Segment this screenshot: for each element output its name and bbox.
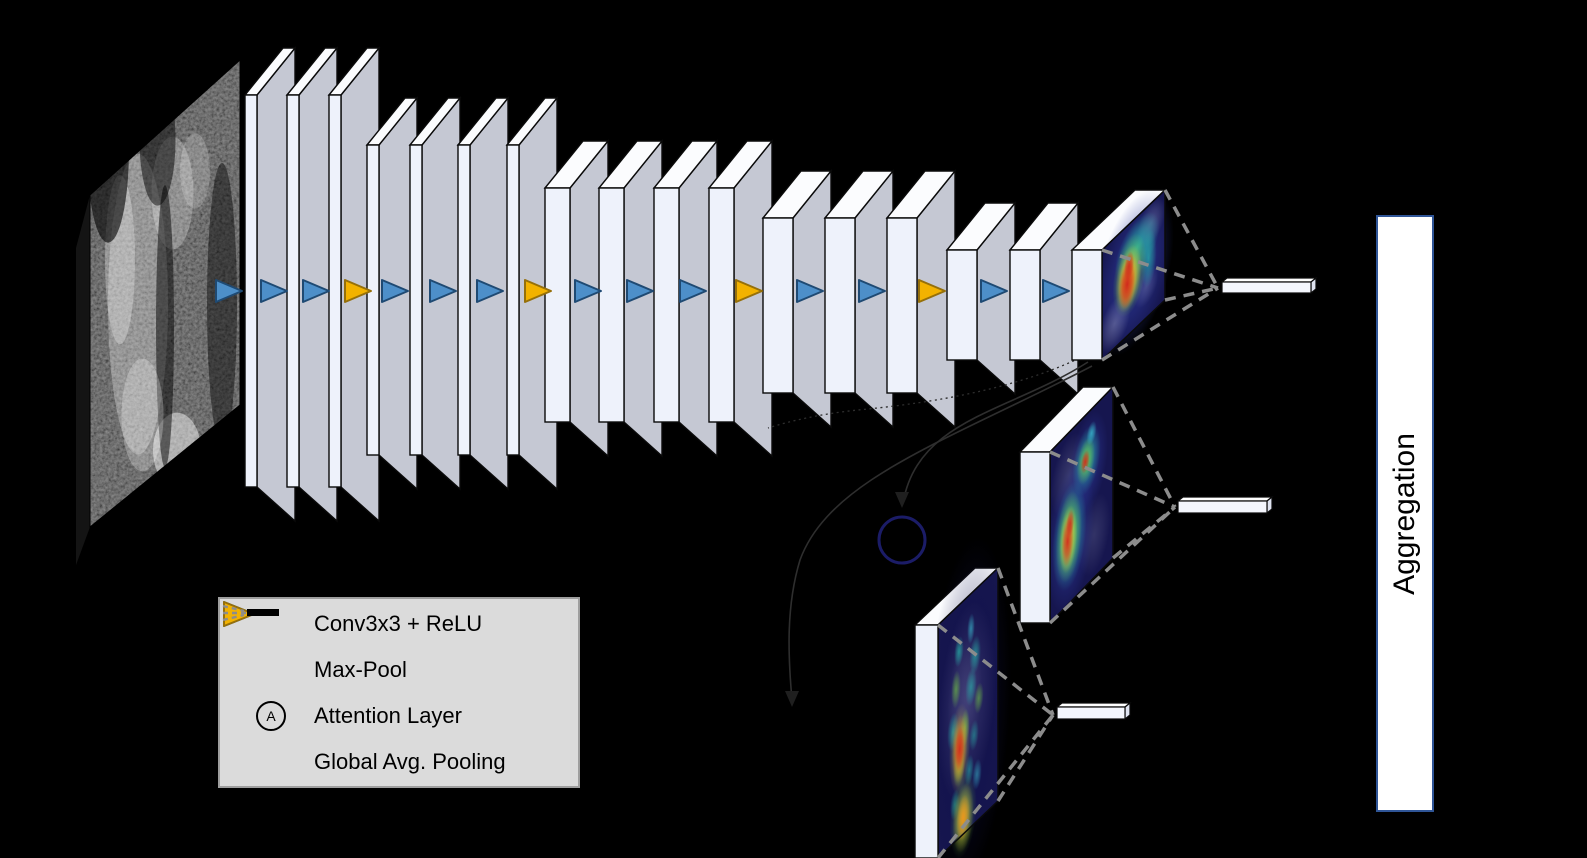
gap-output-bar [1055, 701, 1132, 721]
conv-layer-slab-g1-2 [285, 46, 339, 523]
mri-input-image [76, 58, 241, 565]
conv-arrow-icon-17 [1042, 279, 1070, 303]
conv-layer-slab-g1-1 [243, 46, 297, 523]
gap-projection-lines [1101, 189, 1220, 362]
flow-curves [767, 355, 1093, 707]
gap-output-bar [1220, 276, 1318, 295]
conv-layer-slab-g3-2 [597, 139, 664, 458]
maxpool-arrow-icon-4 [344, 279, 372, 303]
legend-row-conv: Conv3x3 + ReLU [223, 601, 578, 647]
legend-row-attention: A Attention Layer [242, 693, 578, 739]
maxpool-arrow-icon-8 [524, 279, 552, 303]
conv-layer-slab-g5-2 [1008, 201, 1080, 396]
conv-layer-slab-g4-3 [885, 169, 957, 429]
conv-arrow-icon-13 [796, 279, 824, 303]
legend-label-attention: Attention Layer [314, 702, 462, 728]
conv-arrow-icon-1 [215, 279, 243, 303]
legend-row-maxpool: Max-Pool [223, 601, 578, 693]
conv-arrow-icon-9 [574, 279, 602, 303]
conv-layer-slab-g5-1 [945, 201, 1017, 396]
attention-map-scale1 [1070, 160, 1174, 385]
conv-arrow-icon-3 [302, 279, 330, 303]
gap-projection-lines [936, 567, 1055, 858]
conv-layer-slab-g4-1 [761, 169, 833, 429]
attention-map-scale3 [913, 536, 1012, 858]
aggregation-box: Aggregation [1376, 215, 1434, 812]
aggregation-label: Aggregation [1388, 432, 1422, 595]
gap-output-bar [1176, 495, 1274, 515]
conv-arrow-icon-7 [476, 279, 504, 303]
legend-label-gap: Global Avg. Pooling [314, 748, 506, 774]
conv-arrow-icon-11 [679, 279, 707, 303]
conv-layer-slab-g4-2 [823, 169, 895, 429]
maxpool-arrow-icon-12 [735, 279, 763, 303]
legend-box: Conv3x3 + ReLU Max-Pool A Attention Laye… [218, 597, 580, 788]
arrowhead-icon [785, 691, 799, 707]
conv-arrow-icon-14 [858, 279, 886, 303]
legend-label-conv: Conv3x3 + ReLU [314, 610, 483, 636]
conv-arrow-icon-10 [626, 279, 654, 303]
attention-layer-circle [877, 515, 927, 565]
conv-arrow-icon-5 [381, 279, 409, 303]
arrowhead-icon [895, 492, 909, 508]
legend-label-maxpool: Max-Pool [314, 656, 407, 682]
maxpool-arrow-icon-15 [918, 279, 946, 303]
conv-arrow-icon-16 [980, 279, 1008, 303]
conv-arrow-icon-2 [260, 279, 288, 303]
legend-row-gap: Global Avg. Pooling [222, 604, 578, 785]
conv-layer-slab-g3-3 [652, 139, 719, 458]
gap-projection-lines [1048, 386, 1177, 625]
attention-a-glyph: A [256, 700, 286, 731]
attention-layer-icon: A [242, 700, 300, 731]
attention-map-scale2 [1018, 387, 1115, 633]
conv-arrow-icon-6 [429, 279, 457, 303]
